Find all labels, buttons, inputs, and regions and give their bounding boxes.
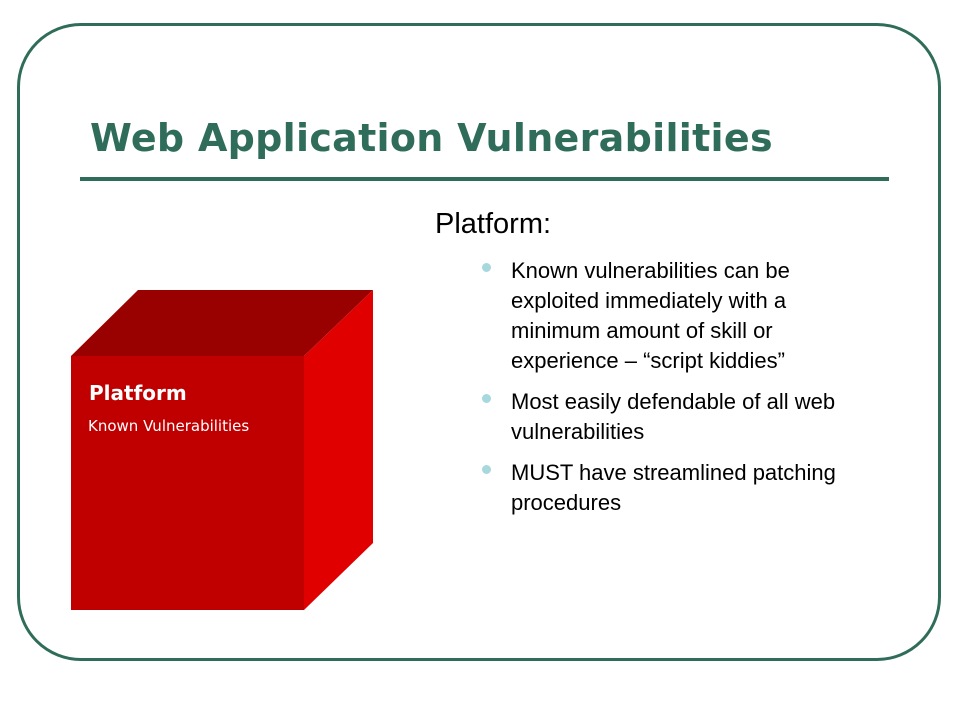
bullet-dot-icon (482, 263, 491, 272)
slide-title: Web Application Vulnerabilities (90, 116, 773, 160)
platform-cube (71, 290, 373, 610)
section-heading: Platform: (435, 208, 552, 240)
bullet-list: Known vulnerabilities can be exploited i… (480, 256, 880, 529)
bullet-item: Known vulnerabilities can be exploited i… (480, 256, 880, 376)
cube-label: Platform (89, 381, 187, 405)
bullet-dot-icon (482, 394, 491, 403)
bullet-item: Most easily defendable of all web vulner… (480, 387, 880, 447)
bullet-text: MUST have streamlined patching procedure… (511, 460, 836, 515)
cube-side-face (304, 290, 373, 610)
bullet-dot-icon (482, 465, 491, 474)
title-underline (80, 177, 889, 181)
cube-top-face (71, 290, 373, 356)
slide-frame (17, 23, 941, 661)
bullet-text: Known vulnerabilities can be exploited i… (511, 258, 790, 373)
cube-front-face (71, 356, 304, 610)
cube-sublabel: Known Vulnerabilities (88, 417, 250, 435)
bullet-item: MUST have streamlined patching procedure… (480, 458, 880, 518)
bullet-text: Most easily defendable of all web vulner… (511, 389, 836, 444)
